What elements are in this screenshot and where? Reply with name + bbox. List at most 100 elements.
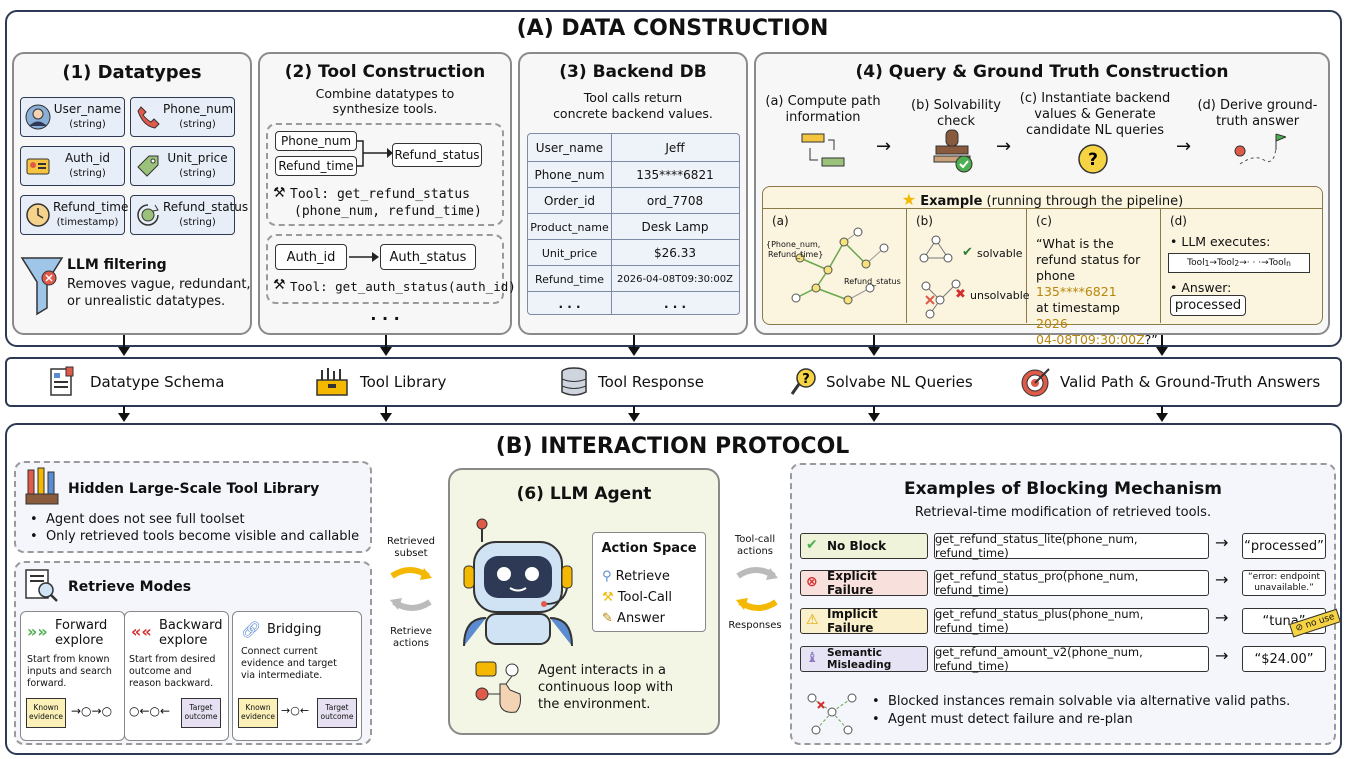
datatype-user-name: User_name (string): [20, 97, 125, 137]
blocking-note-2: • Agent must detect failure and re-plan: [872, 712, 1133, 727]
ex-c-query: “What is the refund status for phone 135…: [1036, 236, 1158, 347]
bridging-path-icon: →○←: [281, 704, 310, 717]
datatype-refund-status: Refund_status (string): [130, 195, 248, 235]
interaction-protocol-title: (B) INTERACTION PROTOCOL: [495, 434, 850, 459]
action-tool-call: ⚒ Tool-Call: [602, 590, 673, 605]
block-fn-semantic: get_refund_amount_v2(phone_num, refund_t…: [934, 645, 1209, 673]
tool-construction-desc-2: synthesize tools.: [332, 101, 438, 116]
step-arrow: →: [996, 136, 1012, 157]
block-out-explicit: “error: endpoint unavailable.”: [1242, 570, 1326, 596]
tool-more-dots: . . .: [370, 305, 400, 324]
ex-b-unsolvable: unsolvable: [970, 289, 1030, 302]
mode-backward: «« Backward explore Start from desired o…: [124, 611, 229, 741]
magnifier-icon: ⚲: [602, 569, 612, 584]
schema-doc-icon: [50, 366, 74, 396]
phone-icon: [137, 106, 160, 129]
block-label-no-block: ✔No Block: [800, 533, 928, 559]
warning-icon: ⚠: [806, 612, 819, 628]
target-icon: [1021, 368, 1050, 397]
block-arrow: →: [1215, 646, 1229, 665]
step-arrow: →: [876, 136, 892, 157]
ok-icon: ✔: [806, 537, 818, 553]
summary-tool-library: Tool Library: [314, 368, 446, 396]
tool2-signature: Tool: get_auth_status(auth_id): [290, 279, 516, 294]
tool-call-icon: ⚒: [602, 590, 614, 605]
ex-a-output-label: Refund_status: [844, 277, 901, 286]
forward-path-icon: →○→○: [71, 704, 113, 718]
tool1-merge-arrow: [357, 140, 393, 167]
summary-datatype-schema: Datatype Schema: [46, 366, 224, 396]
ex-d-label: (d): [1170, 214, 1187, 228]
known-evidence-box: Known evidence: [238, 698, 278, 728]
action-answer: ✎ Answer: [602, 611, 665, 626]
summary-tool-response: Tool Response: [558, 367, 704, 396]
block-label-implicit: ⚠Implicit Failure: [800, 607, 928, 635]
llm-filtering-desc-1: Removes vague, redundant,: [67, 277, 251, 292]
block-arrow: →: [1215, 570, 1229, 589]
refund-icon: [137, 204, 159, 226]
user-icon: [25, 104, 51, 130]
datatype-unit-price: Unit_price (string): [130, 146, 235, 186]
path-info-icon: [801, 133, 845, 167]
ex-c-label: (c): [1036, 214, 1052, 228]
route-flag-icon: [1234, 133, 1286, 165]
tool1-output: Refund_status: [392, 143, 482, 167]
database-icon: [561, 367, 587, 396]
llm-filtering-desc-2: or unrealistic datatypes.: [67, 294, 226, 309]
interaction-hand-icon: [475, 661, 521, 713]
block-arrow: →: [1215, 608, 1229, 627]
answer-icon: ✎: [602, 611, 613, 626]
tool1-input-time: Refund_time: [275, 156, 357, 176]
tool-wrench-icon: ⚒: [273, 185, 286, 201]
tool-construction-card: [258, 52, 512, 335]
example-divider-a: [906, 208, 907, 323]
block-label-explicit: ⊗Explicit Failure: [800, 569, 928, 597]
datatypes-title: (1) Datatypes: [62, 62, 202, 83]
funnel-icon: [20, 257, 64, 316]
backward-chevron-icon: ««: [131, 622, 152, 641]
ex-b-label: (b): [916, 214, 933, 228]
block-arrow: →: [1215, 533, 1229, 552]
question-bubble-icon: ?: [1078, 144, 1108, 174]
price-tag-icon: [137, 155, 159, 177]
datatype-phone-num: Phone_num (string): [130, 97, 235, 137]
target-outcome-box: Target outcome: [181, 698, 221, 728]
hidden-library-bullet-1: • Agent does not see full toolset: [30, 512, 245, 527]
tool2-arrow: [349, 252, 379, 262]
mode-bridging: 🔗︎ Bridging Connect current evidence and…: [232, 611, 362, 741]
hidden-library-bullet-2: • Only retrieved tools become visible an…: [30, 529, 360, 544]
star-icon: ★: [901, 190, 917, 209]
llm-filtering-title: LLM filtering: [67, 257, 167, 273]
retrieve-modes-title: Retrieve Modes: [68, 579, 192, 595]
tool2-box: [266, 234, 504, 304]
ex-b-solvable: solvable: [977, 247, 1023, 260]
hidden-library-title: Hidden Large-Scale Tool Library: [68, 481, 320, 497]
ex-d-answer: processed: [1170, 295, 1246, 316]
flow-responses: Responses: [728, 620, 782, 631]
tool1-signature-1: Tool: get_refund_status: [290, 187, 471, 202]
block-out-semantic: “$24.00”: [1242, 646, 1326, 672]
forward-chevron-icon: »»: [27, 622, 48, 641]
id-card-icon: [26, 158, 50, 175]
ghost-icon: ♝: [806, 650, 819, 666]
backend-db-desc-2: concrete backend values.: [553, 106, 713, 121]
db-row: Unit_price$26.33: [528, 239, 739, 266]
svg-text:?: ?: [1088, 150, 1098, 170]
solvability-stamp-icon: [933, 129, 973, 173]
ex-d-exec: • LLM executes:: [1170, 234, 1271, 249]
blocking-note-1: • Blocked instances remain solvable via …: [872, 694, 1291, 709]
step-arrow: →: [1176, 136, 1192, 157]
data-construction-title: (A) DATA CONSTRUCTION: [516, 16, 829, 41]
llm-agent-title: (6) LLM Agent: [516, 484, 652, 504]
step-d-label: (d) Derive ground-truth answer: [1197, 98, 1318, 129]
